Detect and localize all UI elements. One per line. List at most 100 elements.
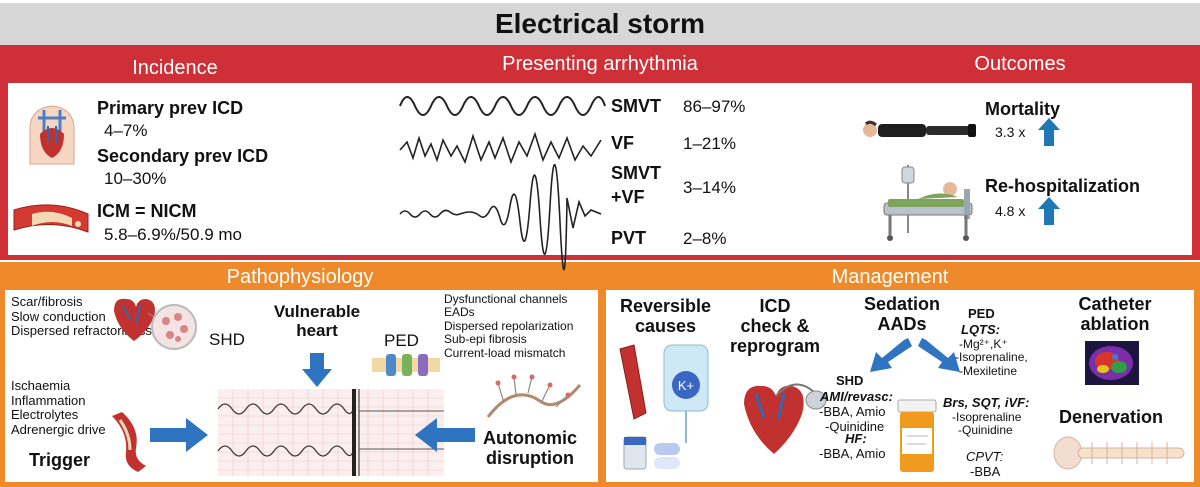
smvt-value: 86–97% bbox=[683, 97, 746, 116]
hf-label: HF bbox=[845, 431, 863, 446]
spinal-cord-icon bbox=[1053, 436, 1185, 470]
down-right-arrow-icon bbox=[918, 338, 960, 372]
ped-label: PED bbox=[384, 331, 419, 350]
catheter-line2: ablation bbox=[1080, 314, 1150, 335]
rehosp-value: 4.8 x bbox=[995, 203, 1026, 219]
ecg-traces bbox=[399, 96, 606, 271]
secondary-prev-value: 10–30% bbox=[104, 169, 167, 188]
smvt-vf-name-line2: +VF bbox=[611, 187, 645, 207]
trigger-item: Electrolytes bbox=[11, 407, 79, 423]
smvt-vf-name-line1: SMVT bbox=[611, 163, 662, 183]
left-arrow-icon bbox=[415, 418, 475, 452]
sedation-aads: Sedation AADs bbox=[852, 294, 952, 334]
ami-drug-2: -Quinidine bbox=[825, 418, 885, 434]
ablation-map-icon bbox=[1085, 341, 1139, 385]
hf-drugs: -BBA, Amio bbox=[819, 446, 886, 461]
lqts-drugs: -Mg²⁺,K⁺ -Isoprenaline, -Mexiletine bbox=[955, 337, 1028, 378]
catheter-line1: Catheter bbox=[1078, 294, 1152, 314]
autonomic-line2: disruption bbox=[486, 448, 574, 469]
management-header: Management bbox=[831, 266, 949, 288]
primary-prev-label: Primary prev ICD bbox=[97, 98, 244, 118]
vf-name: VF bbox=[611, 133, 635, 153]
presenting-header: Presenting arrhythmia bbox=[502, 53, 698, 75]
potassium-symbol: K+ bbox=[678, 378, 694, 393]
trigger-item: Ischaemia bbox=[11, 378, 71, 393]
incidence-header: Incidence bbox=[132, 57, 218, 79]
autonomic-disruption: Autonomic disruption bbox=[470, 428, 590, 468]
trigger-item: Inflammation bbox=[11, 392, 86, 408]
ped-list: Dysfunctional channels EADs Dispersed re… bbox=[444, 292, 574, 360]
hospital-bed-icon bbox=[883, 165, 973, 241]
vulnerable-line2: heart bbox=[296, 321, 338, 341]
vf-trace bbox=[399, 131, 602, 165]
pathophysiology-header: Pathophysiology bbox=[226, 266, 374, 288]
shd-item: Slow conduction bbox=[11, 308, 106, 324]
ped-item: Current-load mismatch bbox=[444, 345, 566, 360]
pvt-value: 2–8% bbox=[683, 229, 727, 248]
shd-label: SHD bbox=[209, 330, 245, 349]
right-arrow-icon bbox=[150, 418, 208, 452]
brs-quin: -Quinidine bbox=[958, 423, 1013, 438]
hf-label-wrap: HF: bbox=[845, 431, 867, 446]
trigger-list: Ischaemia Inflammation Electrolytes Adre… bbox=[11, 378, 106, 437]
artery-icon bbox=[13, 204, 89, 233]
mortality-up-arrow-icon bbox=[1038, 118, 1060, 146]
denervation-label: Denervation bbox=[1059, 407, 1164, 427]
catheter-ablation: Catheter ablation bbox=[1060, 294, 1170, 334]
lqts-mg: -Mg²⁺,K⁺ bbox=[959, 337, 1008, 351]
ped-item: EADs bbox=[444, 305, 475, 320]
lying-person-icon bbox=[863, 120, 976, 137]
artery-plaque-icon bbox=[112, 412, 146, 472]
down-arrow-icon bbox=[302, 353, 332, 387]
vulnerable-line1: Vulnerable bbox=[273, 302, 361, 321]
top-panel bbox=[8, 83, 1192, 255]
icd-check: ICD check & reprogram bbox=[730, 296, 820, 356]
icm-label: ICM = NICM bbox=[97, 201, 197, 221]
shd-item: Scar/fibrosis bbox=[11, 294, 83, 309]
ped-item: Sub-epi fibrosis bbox=[444, 332, 527, 347]
icd-heart-icon bbox=[744, 383, 827, 454]
icd-line2: check & bbox=[740, 316, 810, 337]
autonomic-line1: Autonomic bbox=[483, 428, 577, 448]
smvt-trace bbox=[399, 96, 606, 116]
trigger-item: Adrenergic drive bbox=[11, 421, 106, 437]
trigger-label: Trigger bbox=[29, 450, 91, 470]
mgmt-ped-label: PED bbox=[968, 306, 995, 321]
icd-line3: reprogram bbox=[730, 336, 821, 357]
brs-label: Brs, SQT, iVF bbox=[943, 395, 1026, 410]
ami-label: AMI/revasc bbox=[820, 389, 889, 404]
primary-prev-value: 4–7% bbox=[104, 121, 148, 140]
lqts-label-wrap: LQTS: bbox=[961, 322, 1001, 337]
pvt-name: PVT bbox=[611, 228, 647, 248]
heart-scar-icon bbox=[114, 298, 197, 350]
down-left-arrow-icon bbox=[870, 338, 912, 372]
sedation-line2: AADs bbox=[877, 314, 927, 335]
cpvt-drug: -BBA bbox=[970, 464, 1001, 479]
smvt-vf-trace bbox=[399, 164, 602, 271]
reversible-line2: causes bbox=[634, 316, 697, 337]
mortality-label: Mortality bbox=[985, 99, 1061, 119]
ami-label-wrap: AMI/revasc: bbox=[820, 389, 893, 404]
reversible-causes: Reversible causes bbox=[608, 296, 723, 336]
outcomes-header: Outcomes bbox=[974, 53, 1066, 75]
rehosp-up-arrow-icon bbox=[1038, 197, 1060, 225]
mortality-value: 3.3 x bbox=[995, 124, 1026, 140]
ami-drug-1: -BBA, Amio bbox=[819, 404, 886, 419]
nerve-fibers-icon bbox=[486, 374, 582, 418]
brs-iso: -Isoprenaline bbox=[952, 410, 1022, 424]
cpvt-label: CPVT: bbox=[966, 449, 1004, 464]
lqts-iso: -Isoprenaline, bbox=[955, 350, 1028, 365]
rehosp-label: Re-hospitalization bbox=[985, 176, 1141, 196]
vf-value: 1–21% bbox=[683, 134, 736, 153]
vulnerable-heart: Vulnerable heart bbox=[262, 302, 372, 340]
iv-bag-icon: K+ bbox=[619, 344, 709, 470]
ecg-grid bbox=[217, 389, 444, 476]
page-title: Electrical storm bbox=[0, 3, 1200, 45]
smvt-vf-value: 3–14% bbox=[683, 178, 736, 197]
shd-item: Dispersed refractoriness bbox=[11, 323, 152, 339]
brs-label-wrap: Brs, SQT, iVF: bbox=[943, 395, 1030, 410]
ped-item: Dysfunctional channels bbox=[444, 292, 568, 306]
pill-bottle-icon bbox=[897, 399, 937, 472]
ped-item: Dispersed repolarization bbox=[444, 318, 574, 333]
ami-drugs: -BBA, Amio -Quinidine bbox=[819, 404, 886, 434]
